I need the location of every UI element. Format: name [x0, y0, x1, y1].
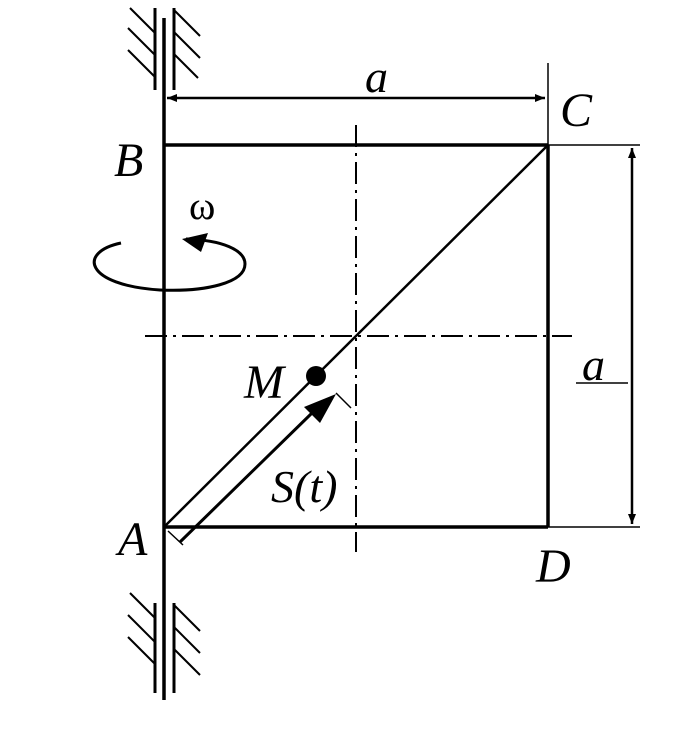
label-b: B: [114, 134, 143, 187]
label-c: C: [560, 84, 593, 137]
top-dimension: [167, 63, 549, 145]
label-a: A: [115, 513, 148, 566]
rotation-arrow: [92, 233, 247, 292]
bottom-bearing: [127, 592, 201, 693]
point-m: [306, 366, 326, 386]
label-m: M: [243, 356, 287, 409]
label-d: D: [535, 540, 571, 593]
diagonal-ac: [163, 144, 549, 528]
top-bearing: [127, 7, 201, 90]
right-dimension: [548, 144, 640, 528]
path-label: S(t): [271, 461, 337, 512]
right-dimension-label: a: [582, 339, 605, 390]
omega-label: ω: [189, 183, 215, 228]
top-dimension-label: a: [365, 51, 388, 102]
path-arrow: [167, 392, 352, 546]
